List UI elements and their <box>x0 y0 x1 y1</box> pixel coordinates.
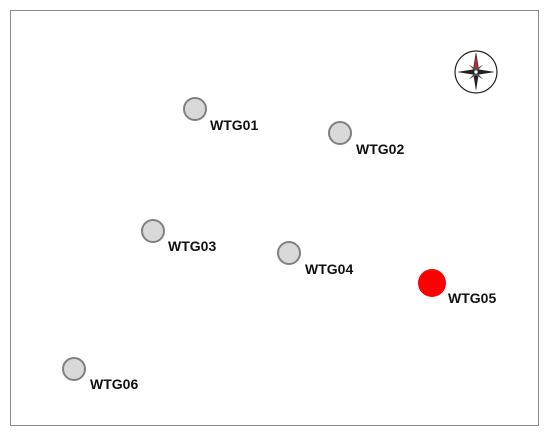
turbine-label-wtg02: WTG02 <box>356 141 405 157</box>
turbine-label-wtg05: WTG05 <box>448 290 497 306</box>
turbine-marker-wtg04[interactable] <box>277 241 301 265</box>
turbine-label-wtg04: WTG04 <box>305 261 354 277</box>
turbine-marker-wtg01[interactable] <box>183 97 207 121</box>
turbine-marker-wtg05[interactable] <box>418 269 446 297</box>
turbine-marker-wtg03[interactable] <box>141 219 165 243</box>
turbine-label-wtg01: WTG01 <box>210 117 259 133</box>
map-frame <box>10 10 539 426</box>
turbine-marker-wtg06[interactable] <box>62 357 86 381</box>
turbine-label-wtg03: WTG03 <box>168 238 217 254</box>
turbine-label-wtg06: WTG06 <box>90 376 139 392</box>
compass-rose-icon <box>453 49 499 95</box>
turbine-marker-wtg02[interactable] <box>328 121 352 145</box>
